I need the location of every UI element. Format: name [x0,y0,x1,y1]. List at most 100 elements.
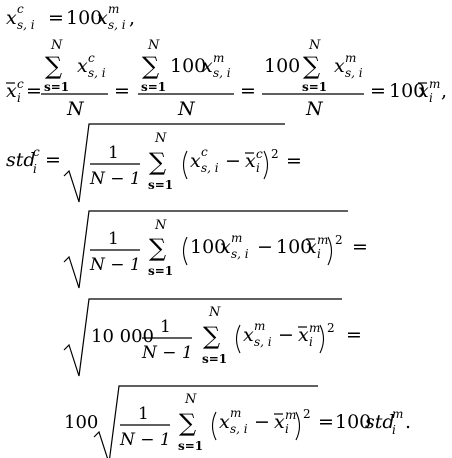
var-x: x [298,324,309,346]
number-100: 100 [389,80,425,102]
sum-lower-limit: s=1 [178,439,203,453]
exponent-2: 2 [335,233,343,247]
sum-upper-limit: N [154,131,167,146]
var-x: x [97,7,108,29]
equals-sign: = [26,80,42,102]
superscript-m: m [429,77,440,91]
summation-sign: ∑ [149,234,166,262]
sum-upper-limit: N [208,305,221,320]
number-100: 100 [64,412,98,433]
numerator-1: 1 [138,404,149,424]
subscript-i: i [33,162,37,176]
summation-sign: ∑ [179,409,196,437]
number-100: 100 [66,7,102,29]
denominator-N-minus-1: N − 1 [141,343,193,363]
subscript-si: s, i [17,18,35,32]
summation-sign: ∑ [149,148,166,176]
std-label: std [6,149,36,171]
sum-upper-limit: N [147,38,160,53]
subscript-si: s, i [88,66,106,80]
number-100: 100 [190,236,226,258]
square-root-sign [63,298,342,377]
superscript-c: c [33,145,40,159]
sum-lower-limit: s=1 [148,264,173,278]
number-100: 100 [335,411,371,433]
sum-upper-limit: N [184,392,197,407]
var-x: x [274,411,285,433]
subscript-i: i [285,422,289,436]
superscript-m: m [108,2,119,16]
sum-lower-limit: s=1 [202,352,227,366]
number-100: 100 [264,55,300,77]
numerator-1: 1 [108,143,119,163]
equals-sign: = [352,236,368,258]
superscript-m: m [392,407,403,421]
equals-sign: = [286,150,302,172]
exponent-2: 2 [271,147,279,161]
sum-lower-limit: s=1 [141,80,166,94]
denominator-N-minus-1: N − 1 [89,255,141,275]
minus-sign: − [257,236,273,258]
subscript-i: i [17,91,21,105]
minus-sign: − [278,324,294,346]
var-x: x [77,55,88,77]
denominator-N: N [66,98,85,120]
subscript-si: s, i [231,247,249,261]
var-x: x [220,236,231,258]
equation-line-6: 100 1 N − 1 N ∑ s=1 x m s, i − x m i 2 =… [64,385,411,458]
sum-upper-limit: N [308,38,321,53]
subscript-si: s, i [230,422,248,436]
right-parenthesis [327,236,333,266]
equals-sign: = [114,80,130,102]
subscript-si: s, i [254,335,272,349]
std-label: std [365,411,395,433]
comma: , [441,80,447,102]
right-parenthesis [263,150,269,180]
var-x: x [245,150,256,172]
right-parenthesis [319,324,325,354]
subscript-i: i [256,161,260,175]
subscript-i: i [309,335,313,349]
superscript-m: m [309,321,320,335]
sum-lower-limit: s=1 [148,178,173,192]
subscript-si: s, i [201,161,219,175]
var-x: x [6,80,17,102]
superscript-m: m [345,51,356,65]
equals-sign: = [240,80,256,102]
number-100: 100 [276,236,312,258]
superscript-c: c [17,77,24,91]
denominator-N-minus-1: N − 1 [89,169,141,189]
equation-line-2: x c i = N ∑ s=1 x c s, i N = N ∑ s=1 100… [6,38,447,120]
sum-lower-limit: s=1 [44,80,69,94]
numerator-1: 1 [108,229,119,249]
var-x: x [418,80,429,102]
subscript-si: s, i [108,18,126,32]
superscript-m: m [285,408,296,422]
superscript-c: c [17,2,24,16]
left-parenthesis [235,324,241,354]
sum-upper-limit: N [50,38,63,53]
exponent-2: 2 [303,407,311,421]
var-x: x [190,150,201,172]
sum-lower-limit: s=1 [302,80,327,94]
right-parenthesis [295,411,301,441]
minus-sign: − [254,411,270,433]
subscript-i: i [429,91,433,105]
square-root-sign [63,123,285,203]
square-root-sign [93,385,318,458]
left-parenthesis [211,411,217,441]
exponent-2: 2 [327,321,335,335]
summation-sign: ∑ [203,322,220,350]
equals-sign: = [45,149,61,171]
superscript-m: m [317,233,328,247]
superscript-c: c [256,147,263,161]
equation-line-1: x c s, i = 100 x m s, i , [6,2,135,32]
subscript-i: i [392,423,396,437]
superscript-m: m [213,51,224,65]
equation-line-3: std c i = 1 N − 1 N ∑ s=1 x c s, i − x c… [6,123,302,203]
var-x: x [219,411,230,433]
superscript-c: c [88,51,95,65]
var-x: x [306,236,317,258]
left-parenthesis [182,236,188,266]
